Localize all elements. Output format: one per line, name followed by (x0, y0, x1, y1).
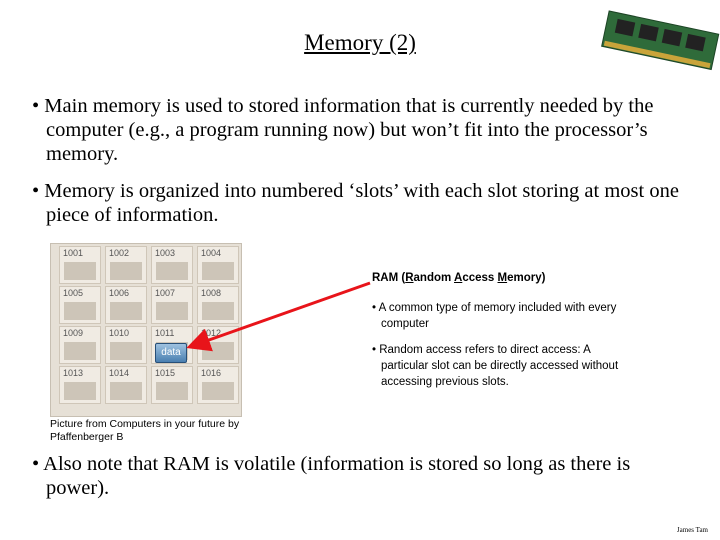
slot-number: 1003 (155, 248, 176, 258)
memory-slot: 1015 (151, 366, 193, 404)
memory-slot: 1014 (105, 366, 147, 404)
memory-slot: 1002 (105, 246, 147, 284)
picture-credit: Picture from Computers in your future by… (50, 418, 240, 443)
memory-slot: 1013 (59, 366, 101, 404)
memory-slot: 1001 (59, 246, 101, 284)
ram-point-common: • A common type of memory included with … (372, 302, 617, 330)
slot-number: 1007 (155, 288, 176, 298)
slot-number: 1016 (201, 368, 222, 378)
slide-title: Memory (2) (304, 30, 416, 55)
slot-number: 1011 (155, 328, 175, 338)
ram-heading: RAM (Random Access Memory) (372, 272, 546, 284)
memory-slots-figure: 1001 1002 1003 1004 1005 1006 1007 1008 … (50, 243, 242, 417)
data-chip: data (155, 343, 187, 363)
slot-number: 1013 (63, 368, 84, 378)
ram-module-image (601, 10, 720, 71)
memory-slot: 1010 (105, 326, 147, 364)
slot-number: 1004 (201, 248, 222, 258)
slot-number: 1010 (109, 328, 130, 338)
memory-slot: 1006 (105, 286, 147, 324)
slot-number: 1005 (63, 288, 84, 298)
bullet-volatile: • Also note that RAM is volatile (inform… (32, 453, 631, 499)
ram-point-random-access: • Random access refers to direct access:… (372, 344, 619, 388)
slot-number: 1015 (155, 368, 176, 378)
slot-number: 1006 (109, 288, 130, 298)
memory-slot: 1012 (197, 326, 239, 364)
memory-slot: 1005 (59, 286, 101, 324)
bullet-slots: • Memory is organized into numbered ‘slo… (32, 180, 679, 226)
slot-number: 1008 (201, 288, 222, 298)
slot-number: 1002 (109, 248, 130, 258)
memory-slot: 1009 (59, 326, 101, 364)
slot-number: 1012 (201, 328, 222, 338)
footer-author: James Tam (676, 526, 708, 534)
memory-slot: 1016 (197, 366, 239, 404)
slot-number: 1009 (63, 328, 84, 338)
slot-number: 1001 (63, 248, 84, 258)
slot-number: 1014 (109, 368, 130, 378)
bullet-main-memory: • Main memory is used to stored informat… (32, 95, 654, 165)
memory-slot: 1004 (197, 246, 239, 284)
memory-slot: 1003 (151, 246, 193, 284)
memory-slot: 1007 (151, 286, 193, 324)
memory-slot: 1008 (197, 286, 239, 324)
